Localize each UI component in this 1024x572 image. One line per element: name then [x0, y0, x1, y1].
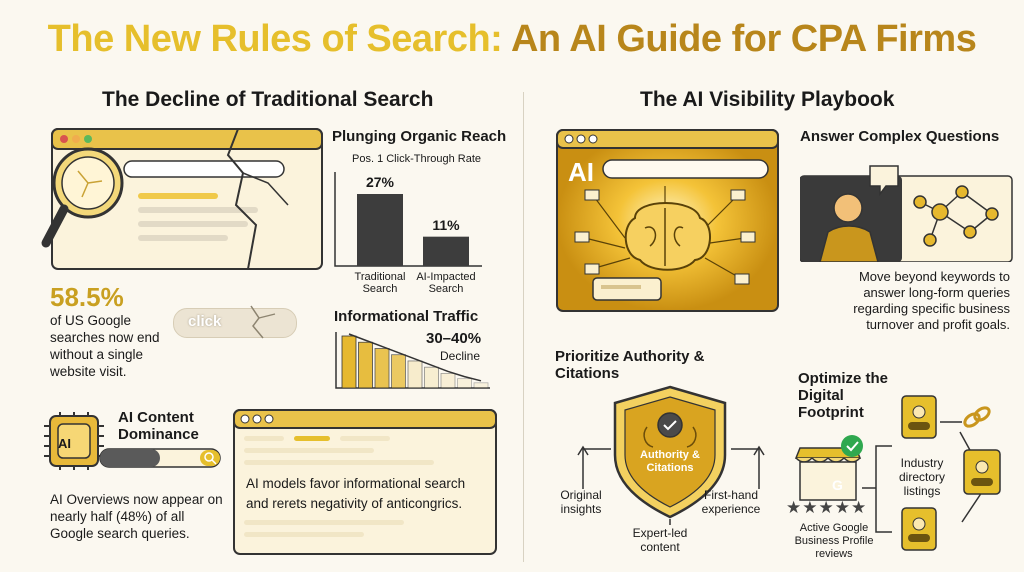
title-part1: The New Rules of Search:	[47, 18, 503, 60]
review-stars: ★★★★★	[786, 498, 868, 517]
ai-chip-label: AI	[58, 436, 71, 451]
info-bar-chart	[335, 332, 490, 389]
directory-label: Industry directory listings	[898, 456, 945, 498]
ctr-value-label: 11%	[432, 216, 460, 233]
info-bar	[473, 382, 489, 389]
ai-content-heading-1: AI Content	[118, 409, 194, 426]
badge-label: Authority & Citations	[622, 449, 718, 475]
ai-content-text: AI Overviews now appear on nearly half (…	[50, 492, 223, 541]
info-heading: Informational Traffic	[334, 308, 479, 325]
title-part2: An AI Guide for CPA Firms	[510, 18, 977, 60]
info-bar	[457, 378, 472, 389]
ctr-bar	[423, 236, 469, 266]
ai-window-text: AI models favor informational search and…	[246, 476, 466, 511]
ctr-category-label: Traditional Search	[354, 271, 406, 295]
ai-label: AI	[568, 157, 594, 187]
reviews-label: Active Google Business Profile reviews	[794, 522, 874, 560]
column-divider	[523, 92, 524, 562]
organic-subtitle: Pos. 1 Click-Through Rate	[352, 153, 481, 165]
ai-answer-window	[233, 409, 497, 555]
organic-heading: Plunging Organic Reach	[332, 128, 507, 145]
badge-line-1: Authority &	[640, 449, 700, 461]
info-bar	[407, 360, 423, 389]
authority-shield-diagram	[577, 385, 765, 525]
left-heading: The Decline of Traditional Search	[102, 88, 434, 111]
badge-line-2: Citations	[646, 462, 694, 474]
authority-heading-1: Prioritize Authority &	[555, 348, 705, 365]
info-bar	[440, 373, 456, 389]
footprint-heading-3: Footprint	[798, 404, 864, 421]
presenter-illustration	[800, 165, 1013, 262]
info-bar	[358, 341, 373, 389]
label-firsthand: First-hand experience	[701, 488, 761, 516]
ctr-bar-chart	[334, 172, 482, 267]
footprint-heading-1: Optimize the	[798, 370, 889, 387]
label-expert: Expert-led content	[632, 526, 688, 554]
stat-value: 58.5%	[50, 282, 124, 312]
info-bar	[341, 335, 357, 389]
complex-text: Move beyond keywords to answer long-form…	[853, 269, 1010, 332]
info-bar	[391, 354, 406, 389]
info-decline: Decline	[440, 349, 481, 363]
info-bar	[424, 366, 439, 389]
page-title: The New Rules of Search: An AI Guide for…	[0, 18, 1024, 61]
ctr-category-label: AI-Impacted Search	[416, 271, 476, 295]
click-button-graphic	[173, 308, 297, 338]
ai-brain-window	[556, 129, 779, 312]
footprint-illustration	[794, 395, 1001, 551]
right-heading: The AI Visibility Playbook	[640, 88, 895, 111]
footprint-heading-2: Digital	[798, 387, 844, 404]
ai-chip-searchbar-illustration	[44, 412, 221, 470]
complex-heading: Answer Complex Questions	[800, 128, 1000, 145]
broken-click-crack	[250, 305, 276, 339]
broken-browser-illustration	[41, 128, 323, 270]
info-trend-line	[348, 333, 482, 382]
google-letter: G	[832, 477, 843, 493]
ctr-bar	[357, 194, 403, 266]
ai-content-heading-2: Dominance	[118, 426, 199, 443]
info-range: 30–40%	[426, 330, 482, 347]
info-bar	[374, 348, 390, 389]
stat-text: of US Google searches now end without a …	[50, 313, 160, 379]
label-original: Original insights	[560, 488, 602, 516]
authority-heading-2: Citations	[555, 365, 620, 382]
ctr-value-label: 27%	[365, 174, 395, 190]
click-label: click	[188, 313, 222, 330]
